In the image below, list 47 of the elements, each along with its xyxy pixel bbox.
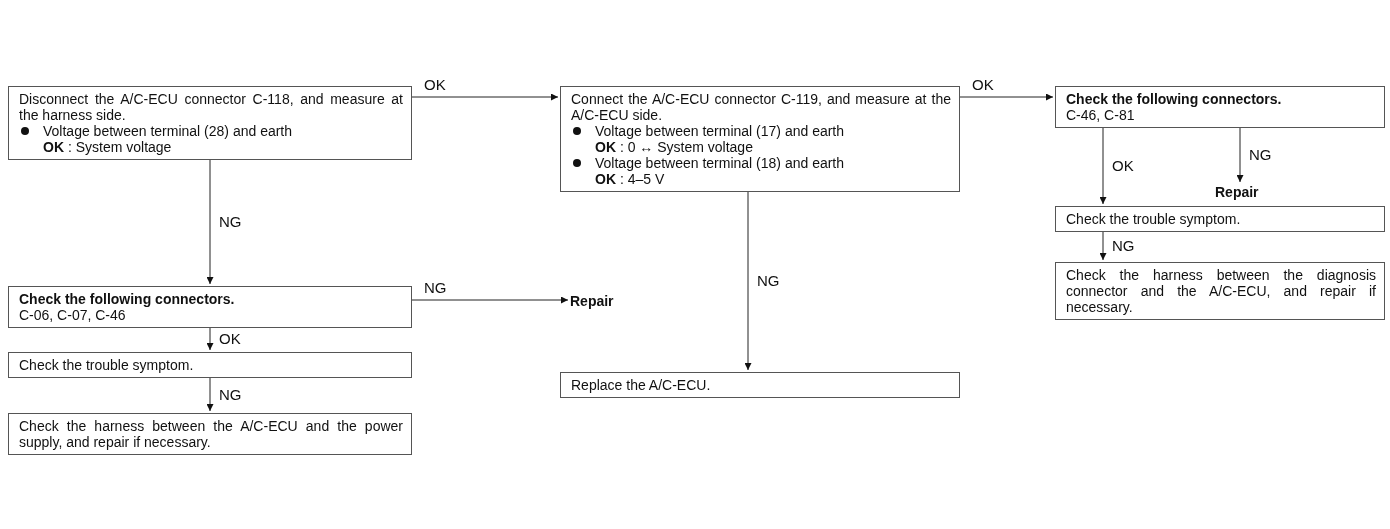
process-box: [1055, 86, 1385, 128]
edge-label: NG: [757, 273, 780, 289]
process-box: [8, 286, 412, 328]
check-item: Voltage between terminal (28) and earth: [43, 123, 293, 139]
arrow: [1099, 127, 1107, 205]
edge-label: OK: [1112, 158, 1134, 174]
arrow: [1236, 127, 1244, 183]
step-text: OK : 0 ↔ System voltage: [595, 139, 753, 155]
check-item: Voltage between terminal (18) and earth: [595, 155, 845, 171]
step-text: OK : System voltage: [43, 139, 172, 155]
process-box: [8, 352, 412, 378]
step-text: Connect the A/C-ECU connector C-119, and measure at the A/C-ECU side.: [571, 91, 951, 123]
arrow: [744, 191, 752, 371]
process-box: [8, 86, 412, 160]
arrow: [411, 296, 569, 304]
step-text: Replace the A/C-ECU.: [571, 377, 711, 393]
arrow: [1099, 231, 1107, 261]
arrow: [206, 377, 214, 412]
edge-label: OK: [424, 77, 446, 93]
step-text: Check the harness between the A/C-ECU and the power supply, and repair if necessary.: [19, 418, 403, 450]
step-text: OK : 4–5 V: [595, 171, 665, 187]
arrow: [411, 93, 559, 101]
arrow: [959, 93, 1054, 101]
edge-label: NG: [1249, 147, 1272, 163]
step-text: C-06, C-07, C-46: [19, 307, 126, 323]
step-text: Disconnect the A/C-ECU connector C-118, and measure at the harness side.: [19, 91, 403, 123]
process-box: [560, 372, 960, 398]
step-text: Check the following connectors.: [1066, 91, 1282, 107]
edge-label: NG: [1112, 238, 1135, 254]
check-item: Voltage between terminal (17) and earth: [595, 123, 845, 139]
action-text: Repair: [570, 293, 614, 309]
step-text: Check the trouble symptom.: [1066, 211, 1241, 227]
action-text: Repair: [1215, 184, 1259, 200]
arrow: [206, 159, 214, 285]
edge-label: NG: [219, 214, 242, 230]
step-text: C-46, C-81: [1066, 107, 1135, 123]
process-box: [8, 413, 412, 455]
process-box: [1055, 206, 1385, 232]
step-text: Check the following connectors.: [19, 291, 235, 307]
step-text: Check the trouble symptom.: [19, 357, 194, 373]
edge-label: OK: [219, 331, 241, 347]
arrow: [206, 327, 214, 351]
edge-label: OK: [972, 77, 994, 93]
process-box: [560, 86, 960, 192]
step-text: Check the harness between the diagnosis connector and the A/C-ECU, and repair if necessary.: [1066, 267, 1376, 315]
edge-label: NG: [424, 280, 447, 296]
process-box: [1055, 262, 1385, 320]
